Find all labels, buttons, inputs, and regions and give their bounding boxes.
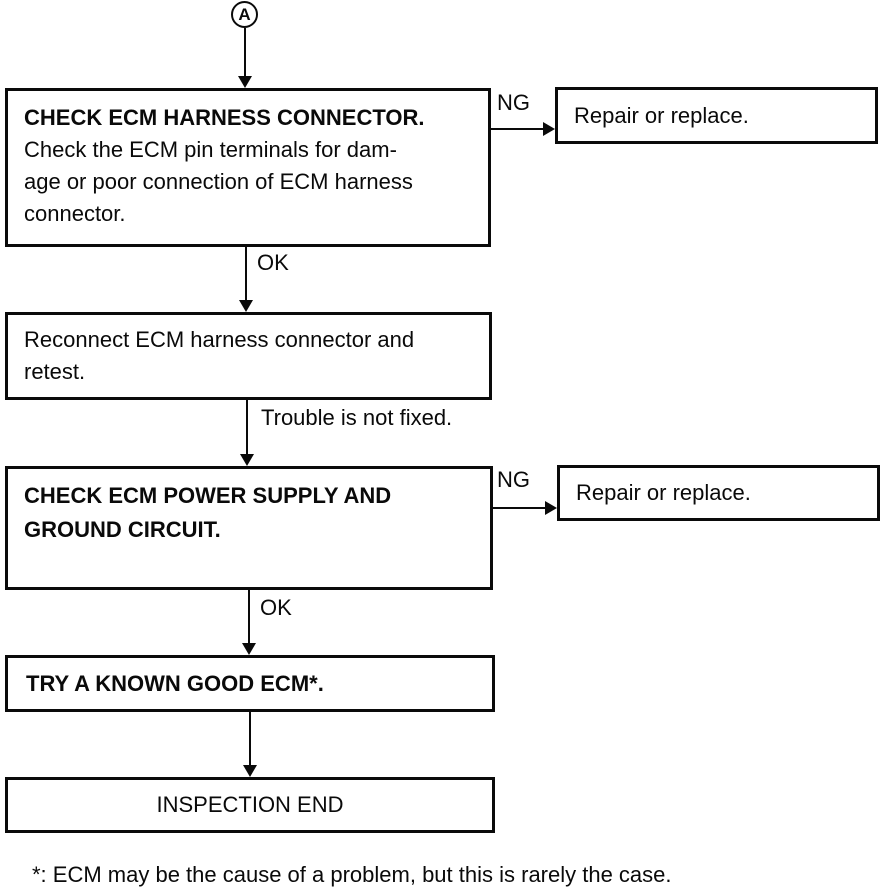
node-repair-or-replace-1: Repair or replace.: [555, 87, 878, 144]
node-inspection-end: INSPECTION END: [5, 777, 495, 833]
node-try-known-good-ecm: TRY A KNOWN GOOD ECM*.: [5, 655, 495, 712]
entry-connector-a: A: [231, 1, 258, 28]
node-body-line: connector.: [24, 201, 126, 226]
edge-ng-1-arrowhead: [543, 122, 555, 136]
edge-trouble-arrowhead: [240, 454, 254, 466]
edge-label-ng-2: NG: [497, 467, 530, 492]
edge-final-arrowhead: [243, 765, 257, 777]
edge-ng-1-line: [491, 128, 545, 130]
node-body-line: retest.: [24, 359, 86, 384]
node-title: TRY A KNOWN GOOD ECM*.: [26, 670, 324, 696]
node-reconnect-ecm-harness: Reconnect ECM harness connector and rete…: [5, 312, 492, 400]
node-check-ecm-power-supply: CHECK ECM POWER SUPPLY AND GROUND CIRCUI…: [5, 466, 493, 590]
edge-ok-2-line: [248, 590, 250, 644]
edge-ng-2-line: [493, 507, 545, 509]
node-body-line: Check the ECM pin terminals for dam-: [24, 137, 397, 162]
node-title-line: CHECK ECM POWER SUPPLY AND: [24, 483, 392, 508]
edge-trouble-line: [246, 400, 248, 455]
edge-label-trouble-not-fixed: Trouble is not fixed.: [261, 405, 453, 430]
edge-label-ng-1: NG: [497, 90, 530, 115]
edge-entry-line: [244, 28, 246, 77]
node-check-ecm-harness-connector: CHECK ECM HARNESS CONNECTOR. Check the E…: [5, 88, 491, 247]
node-label: Repair or replace.: [574, 102, 749, 128]
edge-entry-arrowhead: [238, 76, 252, 88]
edge-ng-2-arrowhead: [545, 501, 557, 515]
node-label: INSPECTION END: [156, 792, 344, 817]
entry-connector-label: A: [238, 4, 251, 24]
edge-label-ok-1: OK: [257, 250, 289, 275]
node-title-line: GROUND CIRCUIT.: [24, 517, 221, 542]
node-body-line: Reconnect ECM harness connector and: [24, 327, 415, 352]
edge-ok-1-line: [245, 247, 247, 301]
node-repair-or-replace-2: Repair or replace.: [557, 465, 880, 521]
node-title: CHECK ECM HARNESS CONNECTOR.: [24, 105, 425, 130]
edge-label-ok-2: OK: [260, 595, 292, 620]
edge-ok-1-arrowhead: [239, 300, 253, 312]
node-body-line: age or poor connection of ECM harness: [24, 169, 413, 194]
node-label: Repair or replace.: [576, 480, 751, 505]
footnote: *: ECM may be the cause of a problem, bu…: [32, 862, 672, 887]
edge-ok-2-arrowhead: [242, 643, 256, 655]
edge-final-line: [249, 712, 251, 766]
